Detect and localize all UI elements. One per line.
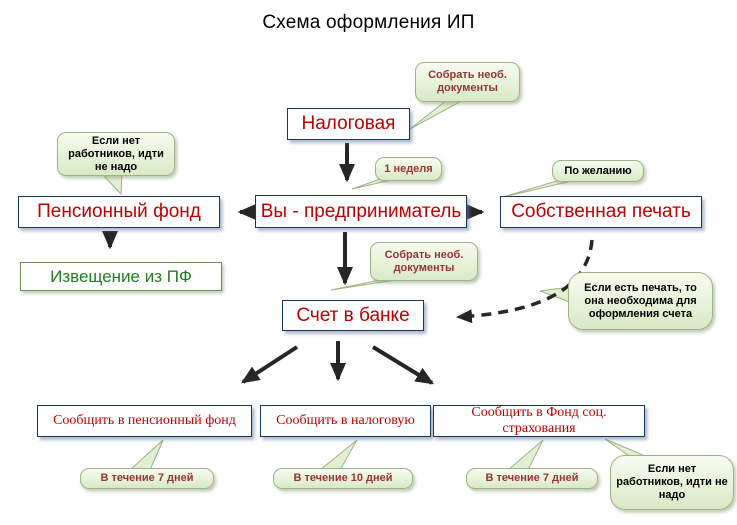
node-pension-fund: Пенсионный фонд [18,196,220,228]
callout-within-7-days-left: В течение 7 дней [80,468,214,489]
callout-no-employees-bottom: Если нет работников, идти не надо [610,455,734,510]
tail-within-10 [318,439,358,471]
node-you-entrepreneur: Вы - предприниматель [255,195,467,228]
callout-collect-docs-top: Собрать необ. документы [415,62,520,102]
callout-one-week: 1 неделя [375,157,442,181]
tail-no-employees-top [100,173,123,196]
tail-within-7-right [506,439,544,471]
node-own-stamp: Собственная печать [500,196,702,228]
node-pf-notice: Извещение из ПФ [20,262,222,291]
arrows [102,143,594,385]
node-tax-office: Налоговая [287,108,410,140]
callout-collect-docs-mid: Собрать необ. документы [370,242,478,281]
arrow-stamp-to-bank-dashed [455,239,594,324]
node-notify-social-insurance: Сообщить в Фонд соц. страхования [433,405,645,437]
callout-stamp-needed: Если есть печать, то она необходима для … [568,272,713,330]
diagram-title: Схема оформления ИП [262,12,475,33]
node-notify-tax: Сообщить в налоговую [260,405,431,437]
tail-collect-docs-top [409,97,468,130]
callout-no-employees-top: Если нет работников, идти не надо [57,132,175,176]
callout-optional: По желанию [552,160,644,182]
callout-within-10-days: В течение 10 дней [273,468,413,489]
node-bank-account: Счет в банке [282,300,424,331]
tail-within-7-left [128,439,164,471]
arrow-bank-to-notify-fss [371,345,435,385]
tail-optional [502,179,577,198]
node-notify-pension-fund: Сообщить в пенсионный фонд [37,405,252,437]
arrow-bank-to-notify-pension [240,345,299,384]
callout-within-7-days-right: В течение 7 дней [466,468,598,489]
